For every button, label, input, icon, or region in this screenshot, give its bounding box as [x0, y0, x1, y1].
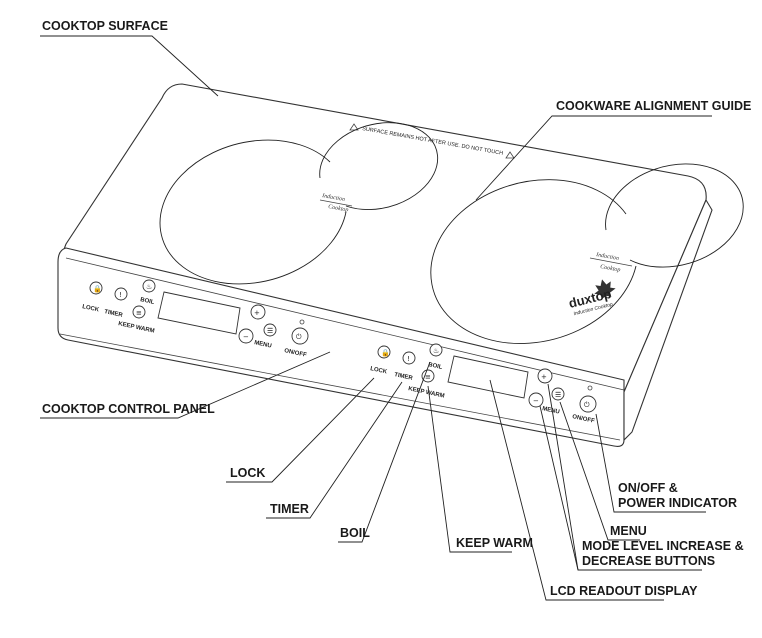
- right-power-indicator: [587, 385, 593, 391]
- callout-cookware-alignment-guide: COOKWARE ALIGNMENT GUIDE: [556, 99, 751, 113]
- plus-icon: +: [254, 309, 260, 317]
- cooktop-right-side: [623, 198, 713, 442]
- callout-lcd-readout-display: LCD READOUT DISPLAY: [550, 584, 698, 598]
- right-cookware-alignment-guide: [430, 179, 637, 344]
- left-ring-label-2: Cooktop: [328, 204, 349, 213]
- right-controls: 🔒 LOCK ! TIMER ♨ BOIL ≡ KEEP WARM + −: [370, 343, 597, 425]
- right-timer-button[interactable]: !: [402, 351, 416, 365]
- left-burner: Induction Cooktop: [159, 122, 439, 285]
- left-decrease-button[interactable]: −: [238, 328, 254, 344]
- cooktop-control-panel: [57, 247, 625, 447]
- left-ring-label-1: Induction: [321, 193, 346, 203]
- right-menu-label: MENU: [542, 406, 561, 416]
- right-burner: Induction Cooktop: [430, 163, 744, 344]
- left-power-button[interactable]: ⏻: [291, 327, 309, 345]
- right-timer-label: TIMER: [394, 372, 414, 382]
- right-boil-button[interactable]: ♨: [429, 343, 443, 357]
- maple-leaf-icon: [594, 279, 616, 300]
- power-icon: ⏻: [296, 333, 302, 341]
- callout-menu: MENU: [610, 524, 647, 538]
- left-lock-label: LOCK: [82, 304, 101, 314]
- left-timer-button[interactable]: !: [114, 287, 128, 301]
- timer-icon: !: [119, 291, 122, 299]
- left-increase-button[interactable]: +: [250, 304, 266, 320]
- right-menu-button[interactable]: ☰: [551, 387, 565, 401]
- boil-icon-right: ♨: [433, 347, 439, 355]
- callout-on-off-line1: ON/OFF &: [618, 481, 678, 495]
- left-menu-label: MENU: [254, 340, 273, 350]
- callout-boil: BOIL: [340, 526, 370, 540]
- keep-warm-icon: ≡: [136, 309, 142, 317]
- left-controls: 🔒 LOCK ! TIMER ♨ BOIL ≡ KEEP WARM + −: [82, 279, 309, 359]
- right-increase-button[interactable]: +: [537, 368, 553, 384]
- callout-on-off-line2: POWER INDICATOR: [618, 496, 737, 510]
- left-keep-warm-button[interactable]: ≡: [132, 305, 146, 319]
- right-ring-label-1: Induction: [595, 252, 620, 262]
- minus-icon-right: −: [533, 397, 539, 405]
- callout-timer: TIMER: [270, 502, 309, 516]
- right-on-off-label: ON/OFF: [572, 414, 596, 425]
- boil-icon: ♨: [146, 283, 152, 291]
- left-menu-button[interactable]: ☰: [263, 323, 277, 337]
- callout-labels: COOKTOP SURFACE COOKWARE ALIGNMENT GUIDE…: [42, 19, 751, 598]
- left-boil-label: BOIL: [140, 297, 156, 306]
- lock-icon: 🔒: [93, 285, 102, 293]
- warning-triangle-icon-right: [505, 151, 515, 159]
- right-lock-button[interactable]: 🔒: [377, 345, 391, 359]
- callout-mode-level-line1: MODE LEVEL INCREASE &: [582, 539, 744, 553]
- right-ring-label-2: Cooktop: [600, 264, 621, 273]
- menu-icon-right: ☰: [555, 391, 561, 399]
- power-icon-right: ⏻: [584, 401, 590, 409]
- right-power-button[interactable]: ⏻: [579, 395, 597, 413]
- minus-icon: −: [243, 333, 249, 341]
- left-on-off-label: ON/OFF: [284, 348, 308, 359]
- right-lock-label: LOCK: [370, 366, 389, 376]
- cooktop-body: [57, 83, 713, 447]
- callout-cooktop-surface: COOKTOP SURFACE: [42, 19, 168, 33]
- left-boil-button[interactable]: ♨: [142, 279, 156, 293]
- right-lcd-display: [447, 355, 529, 399]
- left-power-indicator: [299, 319, 305, 325]
- left-lcd-display: [157, 291, 241, 335]
- right-decrease-button[interactable]: −: [528, 392, 544, 408]
- callout-cooktop-control-panel: COOKTOP CONTROL PANEL: [42, 402, 215, 416]
- timer-icon-right: !: [407, 355, 410, 363]
- plus-icon-right: +: [541, 373, 547, 381]
- left-cookware-alignment-guide: [159, 139, 347, 285]
- callout-keep-warm: KEEP WARM: [456, 536, 533, 550]
- left-timer-label: TIMER: [104, 309, 124, 319]
- callout-lock: LOCK: [230, 466, 265, 480]
- lock-icon-right: 🔒: [381, 349, 390, 357]
- callout-lines: [40, 35, 712, 601]
- menu-icon: ☰: [267, 327, 273, 335]
- left-lock-button[interactable]: 🔒: [89, 281, 103, 295]
- callout-mode-level-line2: DECREASE BUTTONS: [582, 554, 715, 568]
- right-keep-warm-button[interactable]: ≡: [421, 369, 435, 383]
- right-boil-label: BOIL: [428, 362, 444, 371]
- keep-warm-icon-right: ≡: [425, 373, 431, 381]
